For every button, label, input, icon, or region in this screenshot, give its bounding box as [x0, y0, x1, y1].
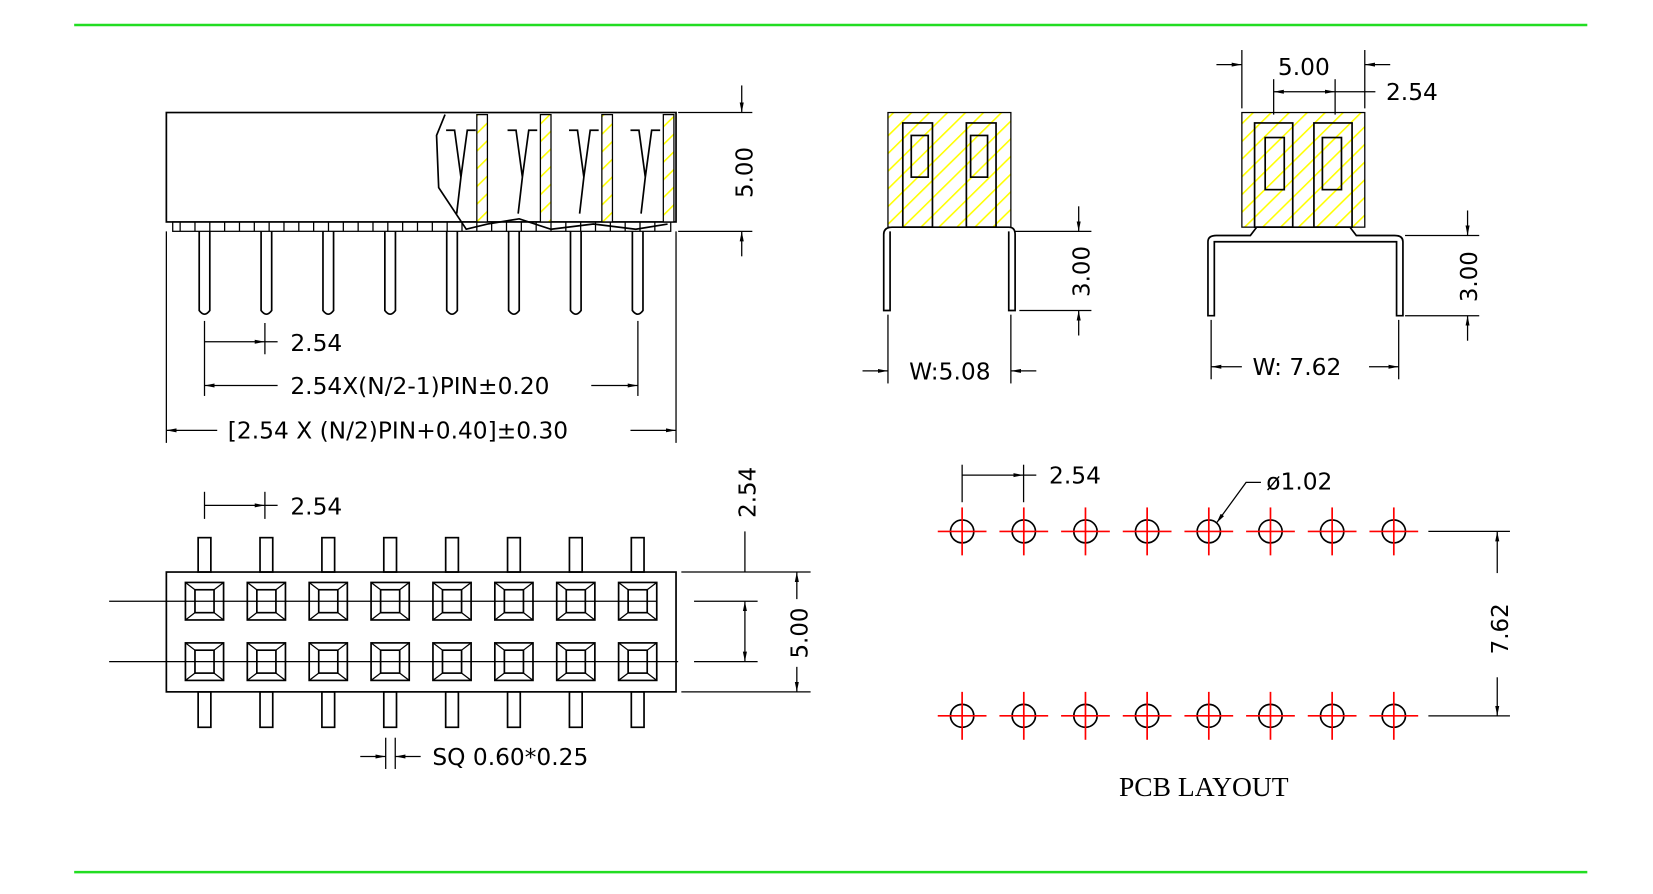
- pcb-hole: [1307, 507, 1357, 556]
- top-pitch-dim: 2.54: [290, 495, 342, 521]
- pin-bottom: [321, 691, 336, 729]
- pin-top: [197, 536, 212, 573]
- pcb-hole: [1122, 691, 1172, 740]
- wide-tail-dim: 3.00: [1457, 251, 1483, 302]
- top-edge-offset-dim: 2.54: [735, 467, 761, 518]
- pin-top: [444, 536, 460, 573]
- pcb-hole: [999, 691, 1049, 740]
- pcb-hole-dia-dim: ø1.02: [1266, 470, 1332, 496]
- pcb-hole: [937, 691, 987, 740]
- housing-body: [165, 111, 677, 223]
- pin: [260, 231, 273, 315]
- top-body-width-dim: 5.00: [787, 607, 813, 658]
- pin: [507, 231, 521, 315]
- section-break-line: [435, 114, 668, 231]
- pin-top: [506, 536, 522, 573]
- pcb-hole: [1246, 691, 1295, 740]
- pcb-hole: [937, 507, 987, 556]
- top-pin-size-dim: SQ 0.60*0.25: [432, 745, 588, 771]
- pin-top: [259, 536, 274, 573]
- front-height-dim: 5.00: [732, 147, 758, 198]
- pcb-hole: [999, 507, 1049, 556]
- pin: [569, 231, 582, 315]
- wide-pitch-dim: 2.54: [1386, 80, 1438, 106]
- contact-spring: [446, 129, 476, 214]
- pcb-layout-title: PCB LAYOUT: [1119, 772, 1289, 802]
- pin-top: [382, 536, 398, 573]
- section-hatch: [1241, 111, 1366, 228]
- pcb-hole: [1184, 691, 1234, 740]
- pcb-hole: [1369, 691, 1419, 740]
- pin: [445, 231, 459, 315]
- top-view: 2.54 2.54 5.00 SQ 0.60*0.25: [109, 467, 813, 771]
- pin-bottom: [506, 691, 522, 729]
- pin: [384, 231, 397, 315]
- narrow-tail-dim: 3.00: [1069, 246, 1095, 297]
- section-hatch: [887, 111, 1012, 228]
- front-overall-length-dim: [2.54 X (N/2)PIN+0.40]±0.30: [228, 419, 568, 445]
- section-hatch: [662, 113, 675, 223]
- section-hatch: [601, 113, 614, 223]
- pin-top: [630, 536, 645, 573]
- contact-spring: [569, 129, 599, 214]
- pcb-hole: [1122, 507, 1172, 556]
- pin-bottom: [382, 691, 398, 729]
- pcb-hole: [1246, 507, 1295, 556]
- housing-outline: [165, 571, 677, 693]
- pin-bottom: [259, 691, 274, 729]
- pin: [198, 231, 211, 315]
- section-hatch: [539, 113, 552, 223]
- pcb-hole: [1307, 691, 1357, 740]
- contact-spring: [630, 129, 661, 214]
- front-view: 5.00 2.54 2.54X(N/2-1)PIN±0.20 [2.54 X (…: [165, 85, 758, 445]
- pin-top: [321, 536, 336, 573]
- pcb-hole: [1061, 507, 1110, 556]
- narrow-width-dim: W:5.08: [909, 359, 990, 385]
- wide-width-dim: W: 7.62: [1252, 355, 1341, 381]
- pin-bottom: [197, 691, 212, 729]
- housing-base-strip: [172, 221, 672, 232]
- pcb-row-spacing-dim: 7.62: [1488, 603, 1514, 654]
- contact-spring: [507, 129, 538, 214]
- pin-top: [568, 536, 584, 573]
- pin: [322, 231, 335, 315]
- pcb-hole: [1184, 507, 1234, 556]
- side-view-wide: 5.00 2.54 3.00 W: 7.62: [1207, 50, 1483, 381]
- section-hatch: [476, 113, 489, 223]
- pcb-hole: [1369, 507, 1419, 556]
- pin-bottom: [568, 691, 584, 729]
- pin-bottom: [444, 691, 460, 729]
- front-pin-span-dim: 2.54X(N/2-1)PIN±0.20: [290, 374, 549, 400]
- pcb-pitch-dim: 2.54: [1049, 464, 1101, 490]
- pcb-layout: 2.54 ø1.02 7.62 PCB LAYOUT: [937, 464, 1514, 802]
- front-pitch-dim: 2.54: [290, 331, 342, 357]
- pcb-hole: [1061, 691, 1110, 740]
- wide-body-dim: 5.00: [1278, 55, 1330, 81]
- side-view-narrow: 3.00 W:5.08: [862, 111, 1095, 385]
- pin: [631, 231, 644, 315]
- pin-bottom: [630, 691, 645, 729]
